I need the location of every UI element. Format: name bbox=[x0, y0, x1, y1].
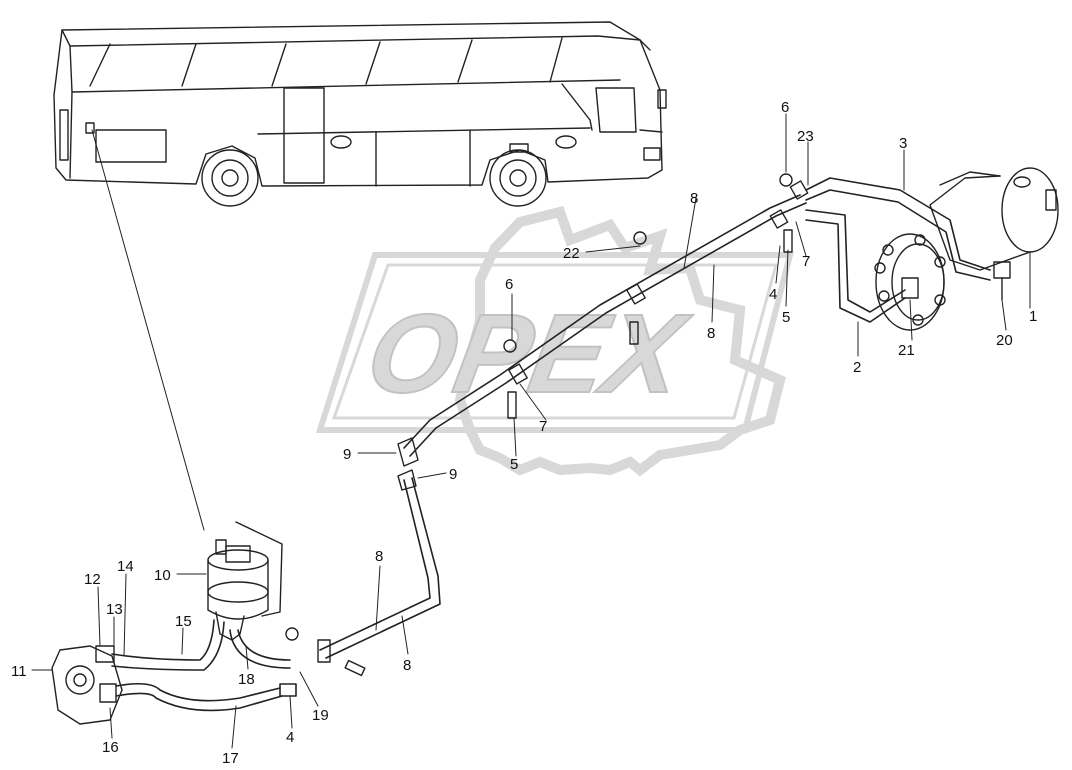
pump-21 bbox=[874, 233, 946, 331]
callout-17: 17 bbox=[222, 750, 239, 767]
callout-23: 23 bbox=[797, 128, 814, 145]
callout-14: 14 bbox=[117, 558, 134, 575]
callout-2: 2 bbox=[853, 359, 861, 376]
callout-12: 12 bbox=[84, 571, 101, 588]
fittings bbox=[285, 173, 1011, 677]
callout-7: 7 bbox=[802, 253, 810, 270]
callout-4b: 4 bbox=[286, 729, 294, 746]
callout-6: 6 bbox=[781, 99, 789, 116]
leader-lines bbox=[31, 113, 1031, 749]
callout-18: 18 bbox=[238, 671, 255, 688]
callout-19: 19 bbox=[312, 707, 329, 724]
callout-13: 13 bbox=[106, 601, 123, 618]
callout-8d: 8 bbox=[403, 657, 411, 674]
callout-4: 4 bbox=[769, 286, 777, 303]
reservoir-tank bbox=[207, 521, 283, 641]
callout-1: 1 bbox=[1029, 308, 1037, 325]
hydraulic-lines bbox=[319, 177, 991, 659]
callout-7b: 7 bbox=[539, 418, 547, 435]
callout-8c: 8 bbox=[375, 548, 383, 565]
callout-8b: 8 bbox=[707, 325, 715, 342]
callouts: 1 2 3 4 4 5 5 6 6 7 7 8 8 8 8 9 9 10 11 … bbox=[11, 99, 1037, 767]
watermark-frame-inner bbox=[331, 263, 778, 420]
callout-9b: 9 bbox=[449, 466, 457, 483]
callout-8: 8 bbox=[690, 190, 698, 207]
steering-pump bbox=[51, 645, 123, 725]
callout-16: 16 bbox=[102, 739, 119, 756]
callout-20: 20 bbox=[996, 332, 1013, 349]
callout-9: 9 bbox=[343, 446, 351, 463]
callout-5: 5 bbox=[782, 309, 790, 326]
callout-15: 15 bbox=[175, 613, 192, 630]
callout-22: 22 bbox=[563, 245, 580, 262]
callout-21: 21 bbox=[898, 342, 915, 359]
hoses bbox=[111, 619, 297, 712]
callout-3: 3 bbox=[899, 135, 907, 152]
callout-6b: 6 bbox=[505, 276, 513, 293]
bus-illustration bbox=[53, 21, 667, 531]
watermark-frame-outer bbox=[315, 252, 794, 433]
callout-11: 11 bbox=[11, 663, 27, 680]
callout-10: 10 bbox=[154, 567, 171, 584]
watermark: OPEX bbox=[315, 206, 794, 477]
watermark-text: OPEX bbox=[359, 291, 698, 416]
callout-5b: 5 bbox=[510, 456, 518, 473]
